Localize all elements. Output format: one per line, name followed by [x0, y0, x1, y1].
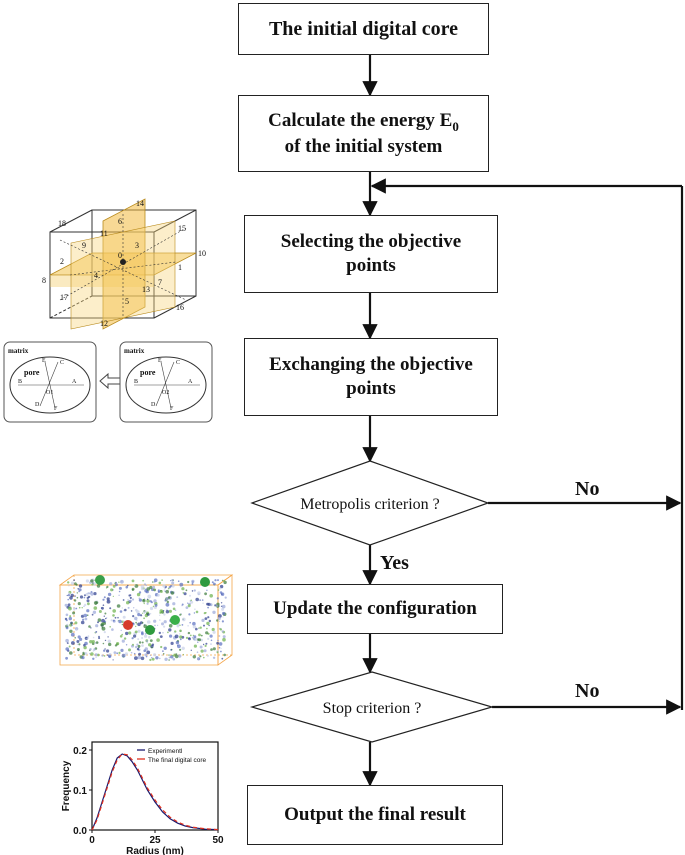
update-label: Update the configuration — [273, 598, 477, 620]
calc-line-1: Calculate the energy E0 — [268, 109, 459, 134]
yes-label: Yes — [380, 552, 409, 574]
select-points-box: Selecting the objective points — [244, 215, 498, 293]
exchange-line-1: Exchanging the objective — [269, 354, 473, 376]
metropolis-label: Metropolis criterion ? — [300, 496, 440, 513]
output-box: Output the final result — [247, 785, 503, 845]
select-line-1: Selecting the objective — [280, 231, 462, 253]
output-label: Output the final result — [284, 804, 466, 826]
calc-line-2: of the initial system — [284, 135, 443, 157]
calc-energy-box: Calculate the energy E0 of the initial s… — [238, 95, 489, 172]
exchange-line-2: points — [346, 378, 396, 399]
no-label-metropolis: No — [575, 478, 600, 500]
start-label: The initial digital core — [268, 17, 459, 40]
update-box: Update the configuration — [247, 584, 503, 634]
exchange-points-box: Exchanging the objective points — [244, 338, 498, 416]
no-label-stop: No — [575, 680, 600, 702]
stop-label: Stop criterion ? — [323, 700, 422, 717]
select-line-2: points — [346, 255, 396, 276]
stop-diamond — [249, 671, 495, 743]
metropolis-diamond — [250, 460, 490, 546]
start-box: The initial digital core — [238, 3, 489, 55]
energy-subscript: 0 — [452, 118, 459, 134]
